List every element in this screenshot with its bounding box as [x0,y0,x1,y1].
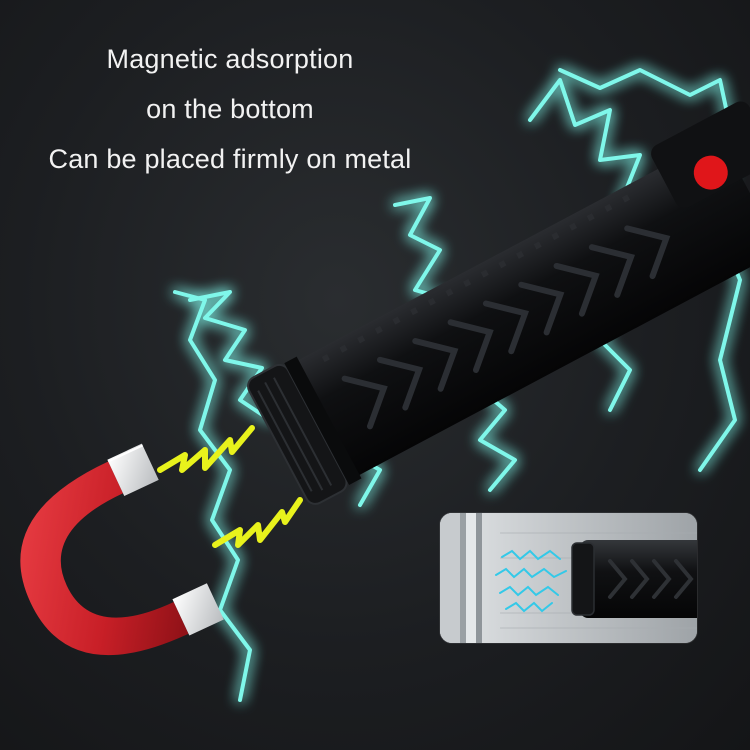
lightning-bolt-icon [157,425,303,548]
flashlight-icon [247,101,750,505]
horseshoe-magnet-icon [20,443,224,656]
inset-metal-demo [440,513,697,643]
caption-line-3: Can be placed firmly on metal [48,144,412,174]
switch-button-icon [693,155,728,190]
inset-illustration [440,513,697,643]
caption-line-1: Magnetic adsorption [106,44,354,74]
caption-line-2: on the bottom [146,94,314,124]
caption-block: Magnetic adsorption on the bottom Can be… [0,34,460,184]
